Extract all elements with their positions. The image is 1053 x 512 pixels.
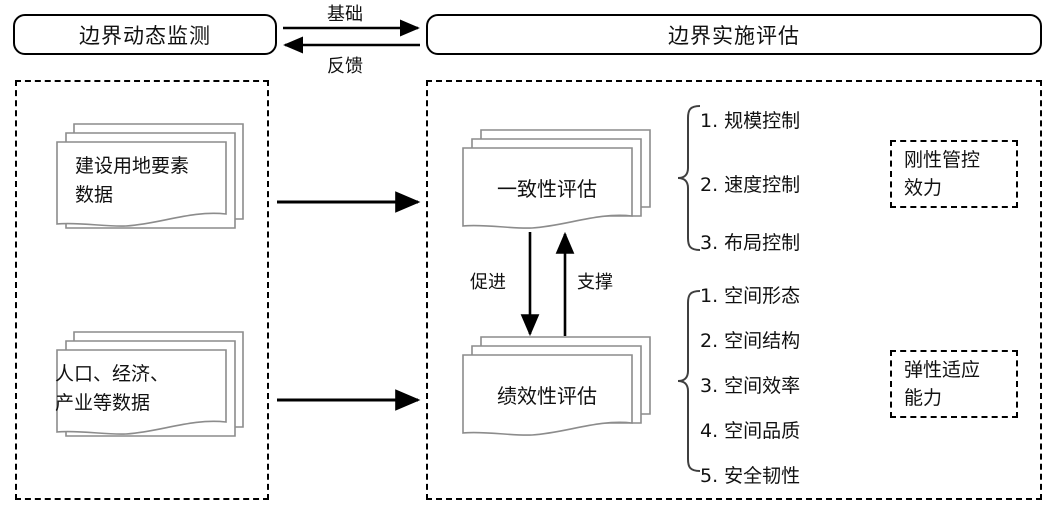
eval-label-performance: 绩效性评估 (497, 384, 597, 408)
list-item-performance-3: 3. 空间效率 (700, 375, 801, 397)
list-item-consistency-1: 1. 规模控制 (700, 110, 801, 132)
edge-label-promote: 促进 (470, 272, 506, 293)
left-panel-container (15, 80, 269, 500)
eval-label-consistency: 一致性评估 (497, 177, 597, 201)
header-box-boundary-monitoring[interactable]: 边界动态监测 (13, 14, 277, 55)
list-item-performance-1: 1. 空间形态 (700, 285, 801, 307)
header-box-boundary-evaluation[interactable]: 边界实施评估 (426, 14, 1042, 55)
list-item-performance-4: 4. 空间品质 (700, 420, 801, 442)
tag-elastic-adaptability: 弹性适应 能力 (890, 350, 1018, 418)
tag-rigid-control-effect-text: 刚性管控 效力 (904, 148, 981, 200)
edge-label-basis: 基础 (327, 4, 363, 25)
tag-rigid-control-effect: 刚性管控 效力 (890, 140, 1018, 208)
right-panel-container (426, 80, 1042, 500)
list-item-consistency-3: 3. 布局控制 (700, 232, 801, 254)
edge-label-support: 支撑 (577, 272, 613, 293)
list-item-consistency-2: 2. 速度控制 (700, 174, 801, 196)
list-item-performance-5: 5. 安全韧性 (700, 465, 801, 487)
doc-label-population-economy: 人口、经济、 产业等数据 (55, 363, 170, 414)
doc-label-construction-land: 建设用地要素 数据 (75, 155, 190, 206)
list-item-performance-2: 2. 空间结构 (700, 330, 801, 352)
edge-label-feedback: 反馈 (327, 56, 363, 77)
tag-elastic-adaptability-text: 弹性适应 能力 (904, 358, 981, 410)
